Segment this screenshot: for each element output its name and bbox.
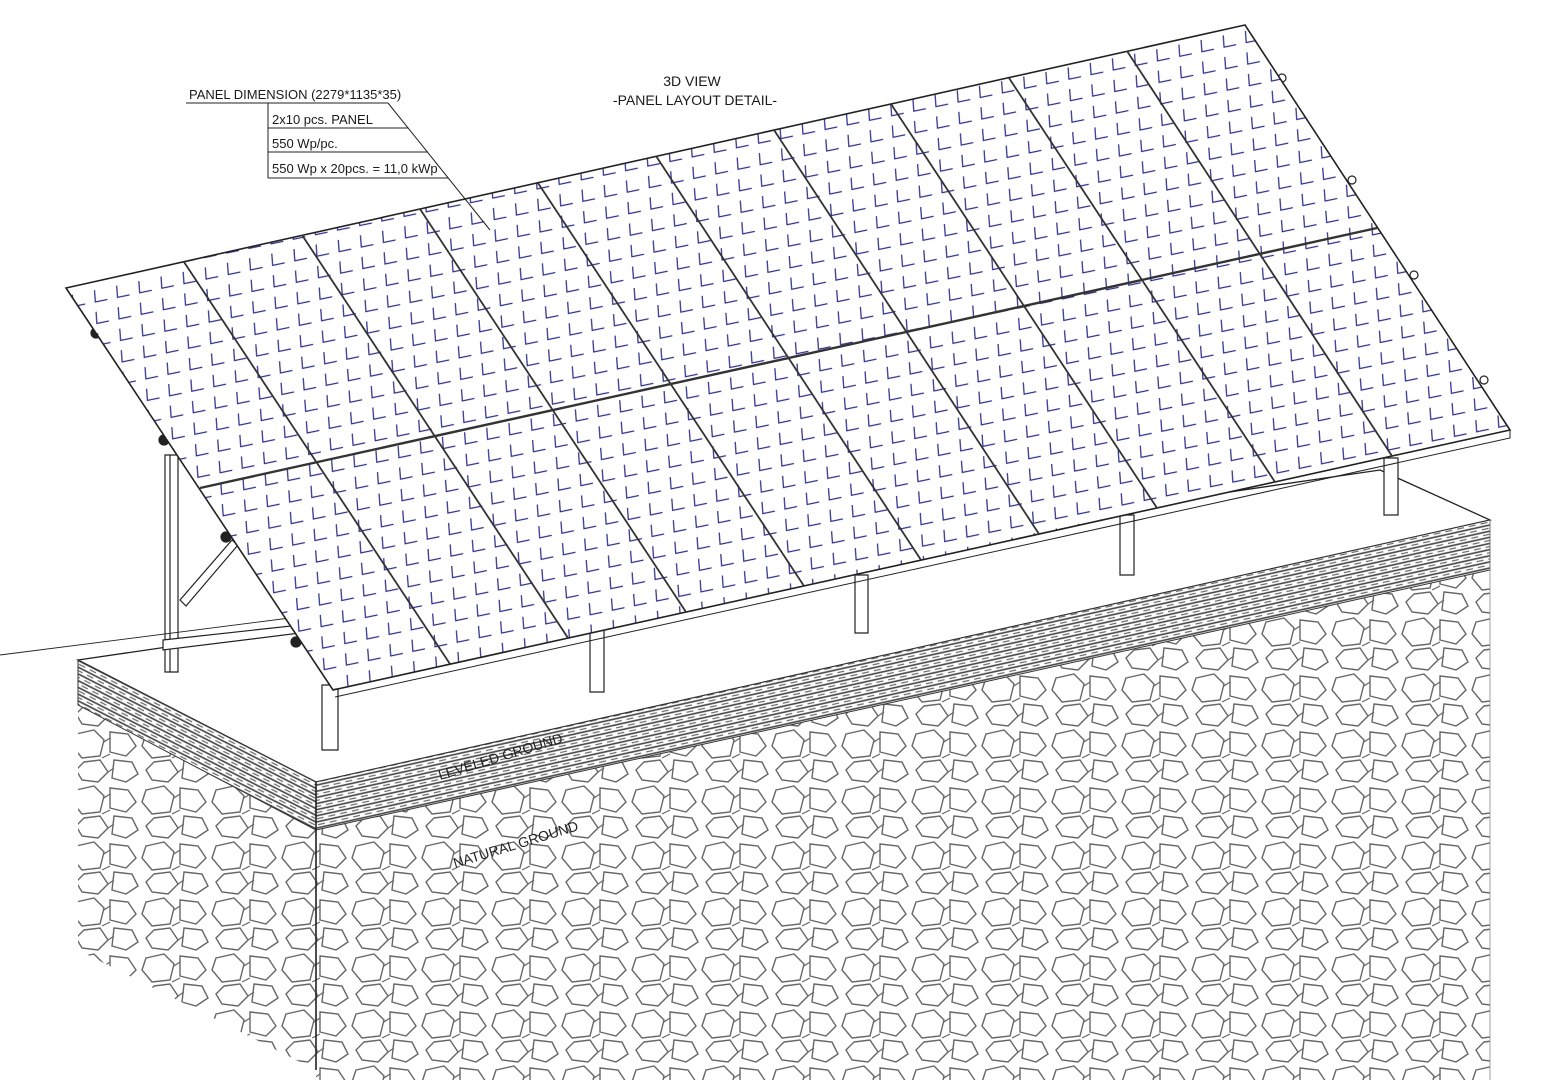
- callout-row-total-power: 550 Wp x 20pcs. = 11,0 kWp: [272, 161, 438, 176]
- drawing-title: 3D VIEW: [663, 73, 721, 89]
- column-dividers: [183, 50, 1393, 665]
- ground-block: [75, 469, 1493, 1080]
- callout-header: PANEL DIMENSION (2279*1135*35): [189, 87, 401, 102]
- support-structure: [0, 73, 1489, 751]
- panel-callout: PANEL DIMENSION (2279*1135*35) 2x10 pcs.…: [186, 87, 491, 231]
- drawing-subtitle: -PANEL LAYOUT DETAIL-: [613, 92, 777, 108]
- callout-row-panel-count: 2x10 pcs. PANEL: [272, 112, 373, 127]
- callout-row-panel-power: 550 Wp/pc.: [272, 136, 338, 151]
